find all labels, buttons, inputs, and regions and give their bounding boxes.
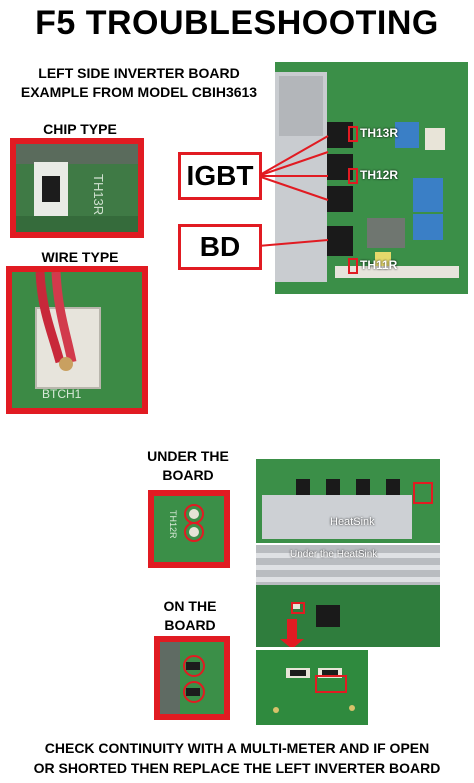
chip-type-photo: TH13R (10, 138, 144, 238)
subtitle-line-1: LEFT SIDE INVERTER BOARD (38, 65, 240, 81)
igbt-line-2 (257, 151, 329, 177)
svg-text:TH13R: TH13R (91, 174, 106, 215)
footer-line-1: CHECK CONTINUITY WITH A MULTI-METER AND … (44, 740, 430, 756)
under-board-line-2: BOARD (162, 467, 214, 483)
under-board-line-1: UNDER THE (147, 448, 229, 464)
page-title: F5 TROUBLESHOOTING (35, 4, 439, 42)
bd-callout: BD (178, 224, 262, 270)
subtitle-line-2: EXAMPLE FROM MODEL CBIH3613 (20, 84, 258, 100)
igbt-line-4 (257, 175, 329, 201)
wire-type-illustration: BTCH1 (12, 272, 142, 408)
footer-instruction: CHECK CONTINUITY WITH A MULTI-METER AND … (0, 738, 474, 778)
under-board-photo: TH12R (148, 490, 230, 568)
closeup-illustration (256, 650, 368, 725)
under-board-label: UNDER THE BOARD (132, 447, 244, 485)
wire-type-label: WIRE TYPE (41, 249, 119, 265)
under-heatsink-illustration (256, 545, 440, 647)
heatsink-label: HeatSink (330, 516, 375, 528)
on-board-label: ON THE BOARD (136, 597, 244, 635)
th13r-label: TH13R (360, 126, 399, 140)
th13r-marker (348, 126, 358, 142)
svg-text:TH12R: TH12R (168, 510, 178, 539)
inverter-board-photo: TH13R TH12R TH11R (275, 62, 468, 294)
heatsink-illustration (256, 459, 440, 543)
chip-type-label: CHIP TYPE (43, 121, 117, 137)
igbt-callout: IGBT (178, 152, 262, 200)
igbt-line-1 (257, 135, 329, 177)
wire-type-photo: BTCH1 (6, 266, 148, 414)
heatsink-photo: HeatSink (256, 459, 440, 543)
under-heatsink-photo: Under the HeatSink (256, 545, 440, 647)
on-board-photo (154, 636, 230, 720)
bd-line (257, 239, 329, 247)
th11r-label: TH11R (360, 258, 398, 272)
on-board-line-1: ON THE (163, 598, 217, 614)
on-board-line-2: BOARD (164, 617, 216, 633)
under-board-illustration: TH12R (154, 496, 224, 562)
th11r-marker (348, 258, 358, 274)
th12r-label: TH12R (360, 168, 399, 182)
chip-type-illustration: TH13R (16, 144, 138, 232)
under-heatsink-label: Under the HeatSink (290, 549, 378, 560)
subtitle: LEFT SIDE INVERTER BOARD EXAMPLE FROM MO… (8, 64, 270, 102)
footer-line-2: OR SHORTED THEN REPLACE THE LEFT INVERTE… (33, 760, 441, 776)
svg-text:BTCH1: BTCH1 (42, 387, 82, 401)
th12r-marker (348, 168, 358, 184)
on-board-illustration (160, 642, 224, 714)
closeup-photo (256, 650, 368, 725)
